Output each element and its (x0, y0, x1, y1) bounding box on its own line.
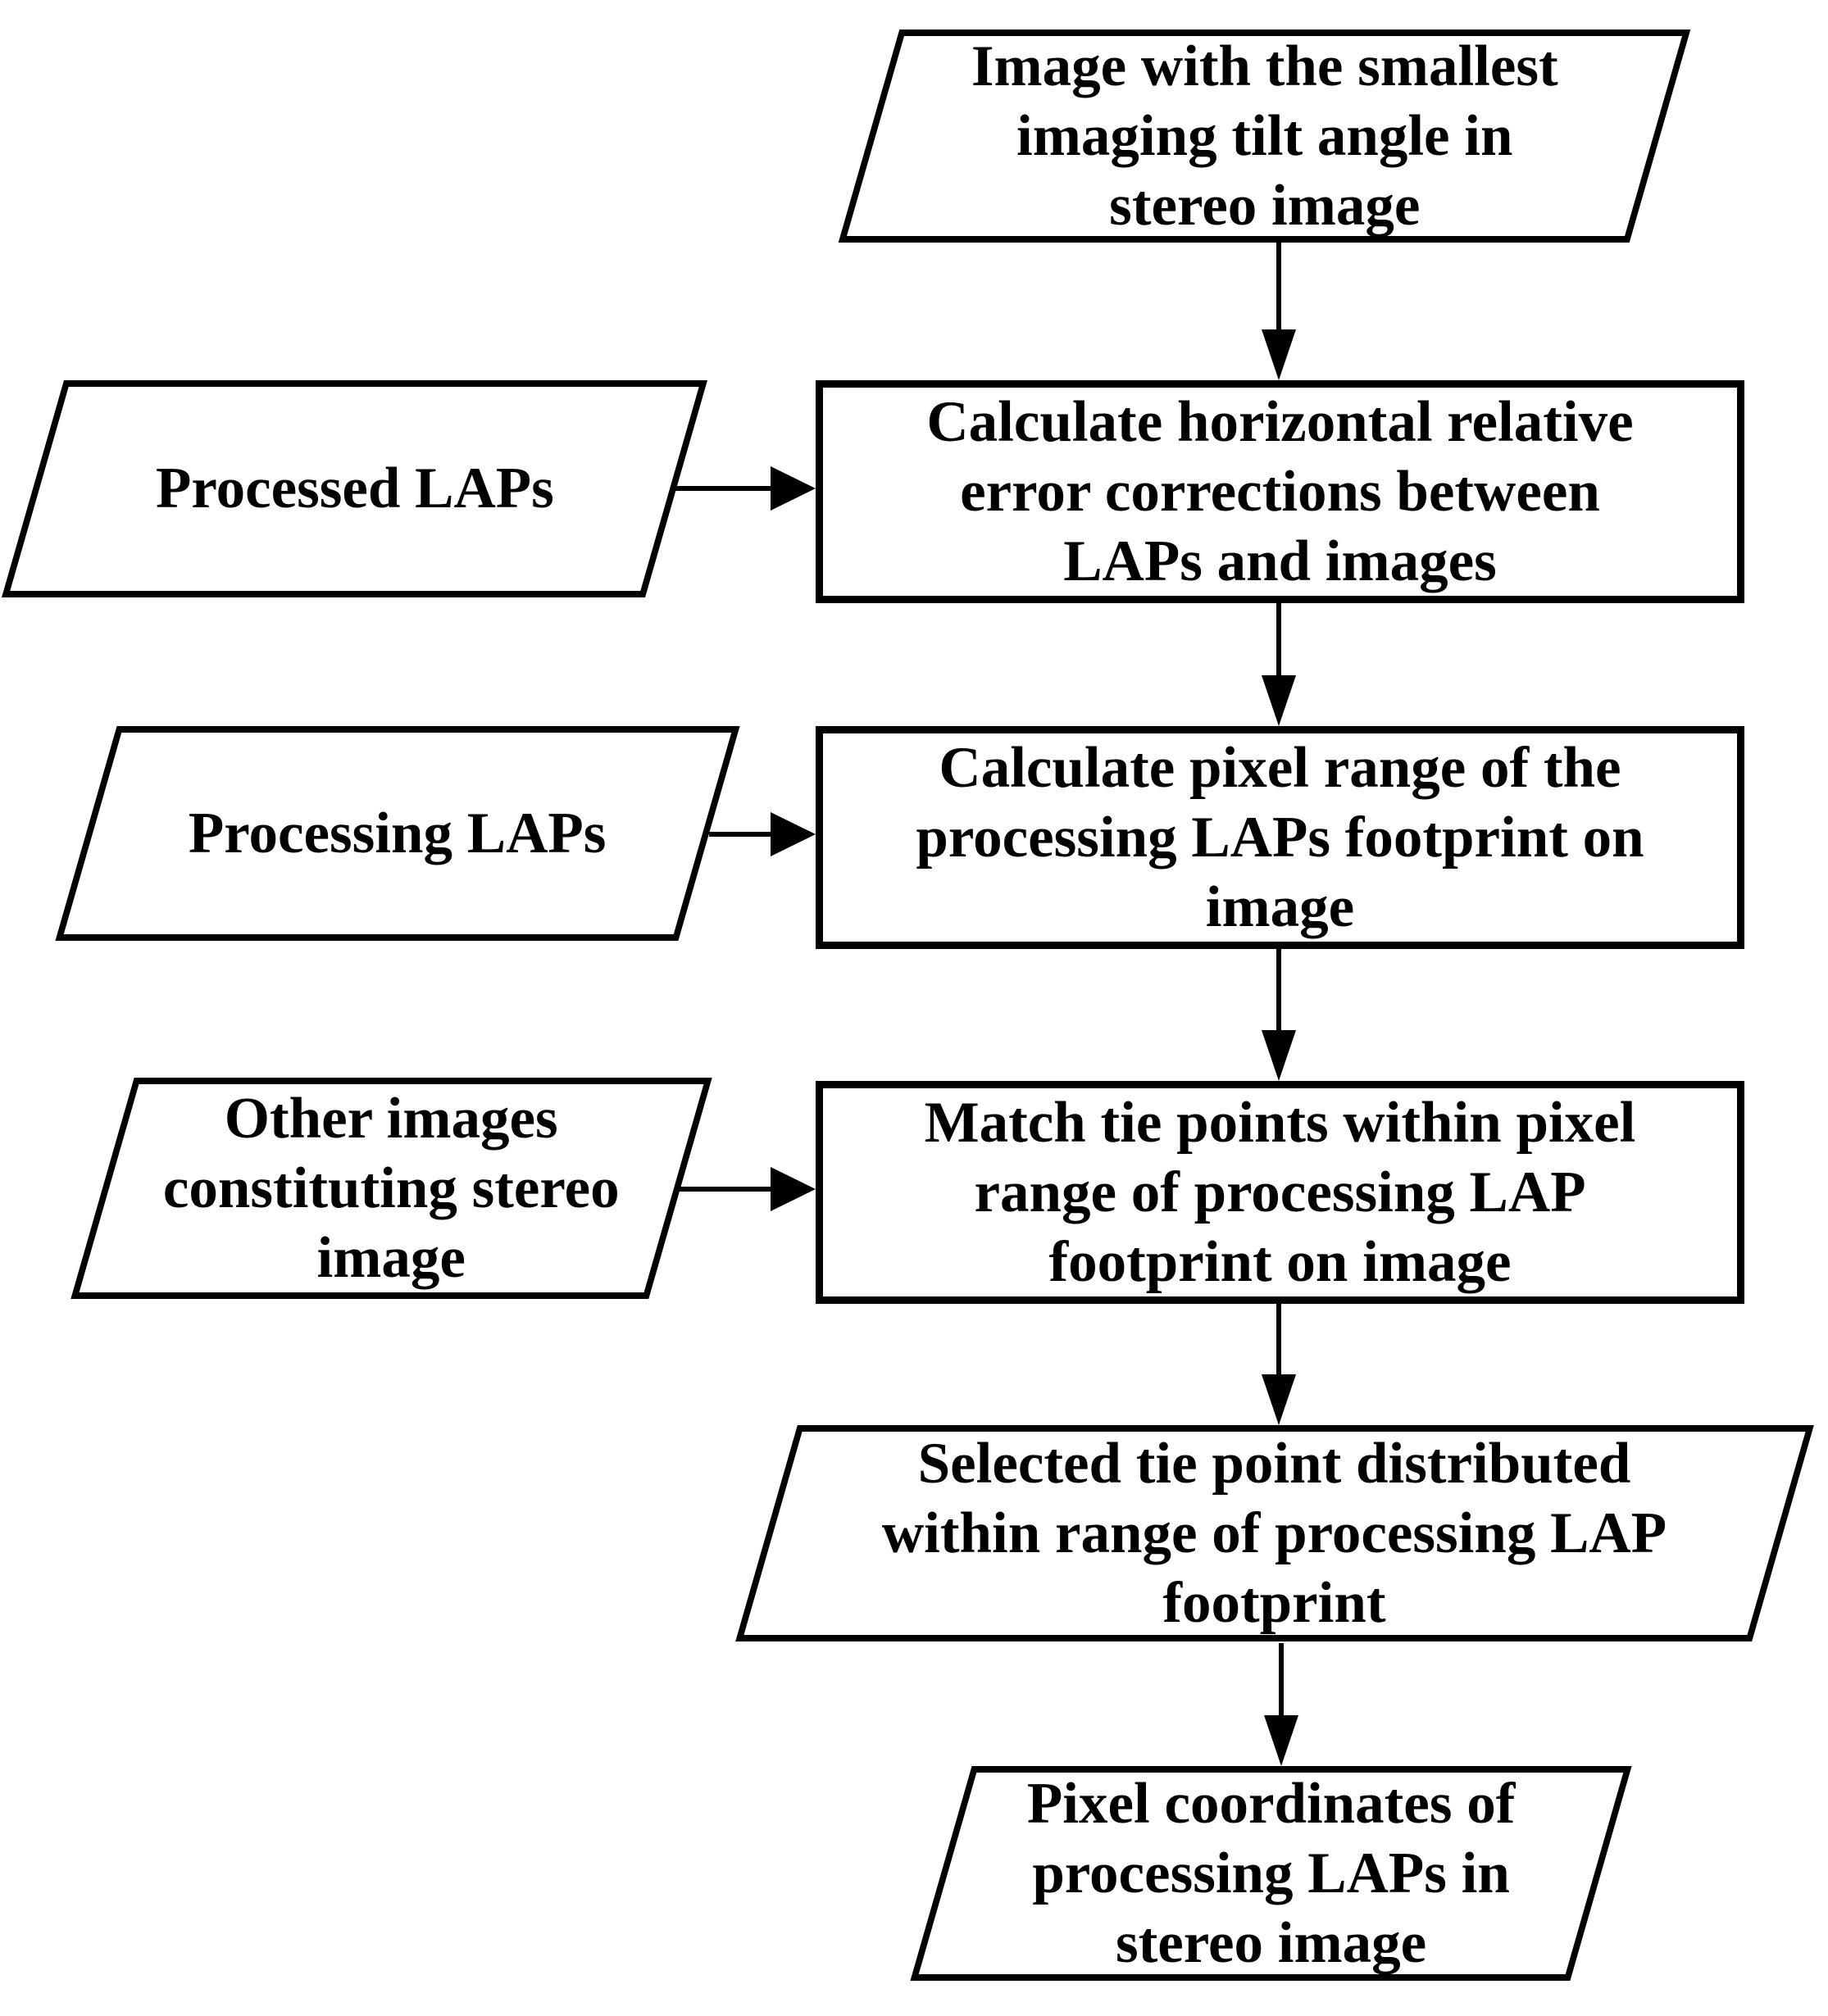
node-input-processing-laps: Processing LAPs (55, 726, 740, 941)
arrowhead-down-icon (1262, 1374, 1296, 1425)
arrow-stem (675, 486, 771, 491)
arrowhead-right-icon (771, 466, 816, 511)
node-input-processed-laps: Processed LAPs (2, 380, 707, 597)
node-input-image-smallest-tilt: Image with the smallest imaging tilt ang… (838, 30, 1691, 243)
arrowhead-down-icon (1262, 329, 1296, 380)
node-process-match-tie-points: Match tie points within pixel range of p… (816, 1081, 1744, 1304)
node-label: Calculate horizontal relative error corr… (926, 389, 1634, 593)
node-label: Calculate pixel range of the processing … (916, 735, 1644, 939)
node-process-calc-pixel-range: Calculate pixel range of the processing … (816, 726, 1744, 949)
arrow-stem (679, 1187, 771, 1192)
node-label: Match tie points within pixel range of p… (924, 1090, 1636, 1294)
arrow-stem (1276, 243, 1281, 333)
node-label: Selected tie point distributed within ra… (882, 1431, 1667, 1635)
arrow-stem (1276, 949, 1281, 1032)
node-input-other-images: Other images constituting stereo image (70, 1078, 712, 1299)
arrow-stem (1276, 1304, 1281, 1376)
node-process-calc-horizontal-error: Calculate horizontal relative error corr… (816, 380, 1744, 603)
arrow-stem (1276, 603, 1281, 679)
arrow-stem (1279, 1643, 1284, 1717)
node-output-pixel-coordinates: Pixel coordinates of processing LAPs in … (910, 1766, 1632, 1981)
node-label: Other images constituting stereo image (163, 1086, 620, 1290)
arrowhead-down-icon (1262, 675, 1296, 726)
arrowhead-right-icon (771, 1167, 816, 1211)
node-label: Image with the smallest imaging tilt ang… (971, 34, 1558, 238)
node-label: Processed LAPs (155, 456, 554, 520)
node-label: Pixel coordinates of processing LAPs in … (1026, 1771, 1516, 1975)
arrowhead-down-icon (1262, 1030, 1296, 1081)
arrowhead-right-icon (771, 812, 816, 856)
node-label: Processing LAPs (189, 801, 607, 865)
arrow-stem (709, 832, 771, 837)
node-output-selected-tie-point: Selected tie point distributed within ra… (735, 1425, 1814, 1641)
arrowhead-down-icon (1264, 1715, 1298, 1766)
